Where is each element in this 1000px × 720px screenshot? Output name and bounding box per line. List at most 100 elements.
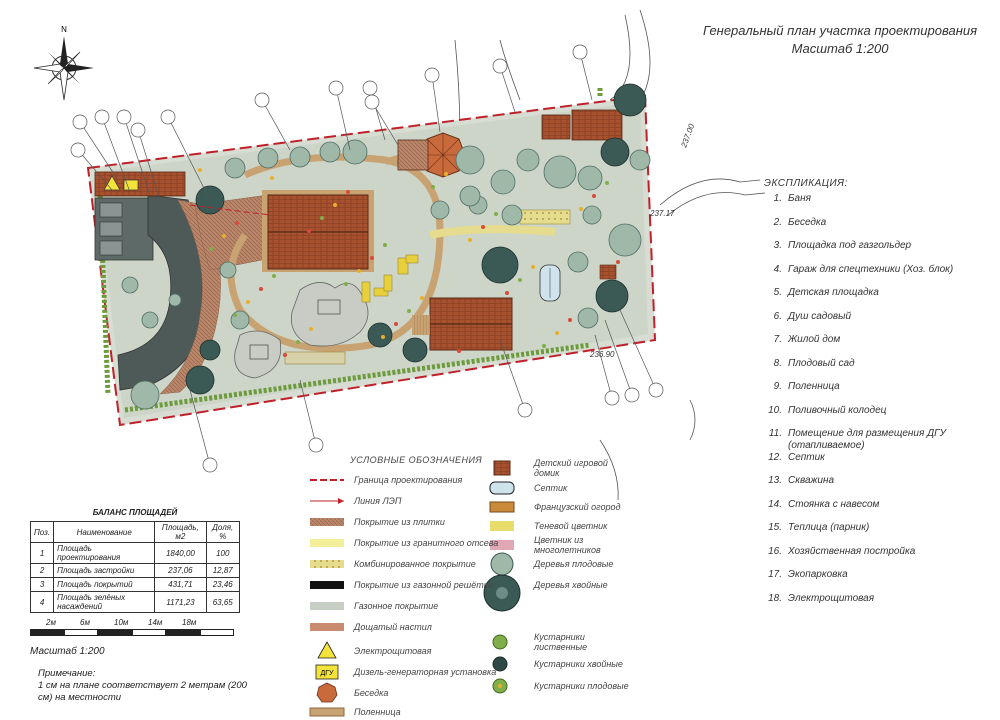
power-arrow-icon: [338, 498, 344, 504]
scale-segment: [166, 629, 200, 636]
callout-circle: [308, 437, 324, 453]
explication-item-number: 16.: [768, 545, 782, 557]
callout-leader: [101, 116, 131, 193]
explication-item-number: 1.: [773, 193, 782, 204]
table-cell: 1: [29, 542, 55, 564]
callout-leader: [79, 121, 119, 181]
shrub-dot: [357, 269, 361, 273]
deciduous-tree: [141, 311, 159, 329]
callout-leader: [594, 334, 613, 399]
legend-label: Септик: [534, 483, 568, 493]
legend-swatches: ДГУ: [309, 460, 521, 717]
deciduous-tree: [319, 141, 341, 163]
shrub-dot: [309, 327, 313, 331]
shrub-dot: [222, 234, 226, 238]
legend-item: Кустарники хвойные: [490, 656, 623, 672]
shrub-dot: [235, 221, 239, 225]
conifer-core-icon: [496, 587, 508, 599]
note-title: Примечание:: [38, 668, 96, 679]
explication-item: 4.Гараж для спецтехники (Хоз. блок): [760, 264, 995, 288]
generator-legend-icon: [315, 664, 339, 680]
elevation-237-17: 237.17: [649, 209, 675, 218]
lawn-grid-legend-icon: [310, 581, 344, 589]
bath-house: [412, 297, 513, 351]
legend-label: Покрытие из газонной решётки: [354, 580, 493, 590]
area-balance: БАЛАНС ПЛОЩАДЕЙ Поз. Наименование Площад…: [29, 508, 240, 613]
deciduous-tree: [224, 157, 246, 179]
deciduous-tree: [567, 251, 589, 273]
deciduous-tree: [130, 380, 160, 410]
explication-item-number: 15.: [768, 522, 782, 533]
explication-item-number: 7.: [773, 334, 782, 345]
legend-label: Граница проектирования: [354, 475, 463, 485]
explication-item-number: 9.: [773, 381, 782, 392]
shrub-dot: [272, 274, 276, 278]
callout-leader: [431, 74, 441, 133]
legend-item: Электрощитовая: [310, 643, 431, 659]
explication-item: 9.Поленница: [760, 381, 995, 405]
explication-item: 13.Скважина: [760, 475, 995, 499]
elevation-237-00: 237.00: [679, 122, 696, 150]
storage-shed: [571, 109, 623, 141]
shrub-dot: [592, 194, 596, 198]
conifer-tree: [367, 322, 393, 348]
callout-leader: [499, 65, 516, 113]
explication-item-label: Экопарковка: [788, 569, 848, 580]
table-cell: 100: [205, 542, 240, 564]
explication-item: 12.Септик: [760, 452, 995, 476]
explication-item-label: Септик: [788, 451, 825, 463]
deciduous-tree: [629, 149, 651, 171]
scale-label: 6м: [80, 618, 90, 627]
table-cell: Площадь покрытий: [53, 577, 156, 592]
legend-label: Детский игровой домик: [534, 458, 608, 478]
explication-item: 15.Теплица (парник): [760, 522, 995, 546]
granite-legend-icon: [310, 539, 344, 547]
explication-item-number: 18.: [768, 592, 782, 604]
elevation-236-90: 236.90: [589, 350, 615, 359]
scale-segment: [30, 629, 64, 636]
shrub-dot: [457, 349, 461, 353]
legend-label: Покрытие из гранитного отсева: [354, 538, 499, 548]
conifer-tree: [185, 365, 215, 395]
flower-beds: [284, 209, 571, 365]
table-header-cell: Поз.: [29, 521, 55, 543]
explication-item-label: Беседка: [788, 216, 827, 228]
shrub-dot: [270, 176, 274, 180]
callout-circle: [572, 44, 588, 60]
lawn-legend-icon: [310, 602, 344, 610]
shrub-dot: [568, 318, 572, 322]
callout-circle: [362, 80, 378, 96]
explication-item-label: Жилой дом: [788, 334, 841, 345]
deciduous-tree: [430, 200, 450, 220]
legend-item: Кустарники плодовые: [490, 678, 629, 694]
shrub-dot: [431, 185, 435, 189]
legend-label: Комбинированное покрытие: [354, 559, 476, 569]
scale-segment: [132, 629, 166, 636]
conifer-shrub-legend-icon: [492, 656, 508, 672]
legend-label: Деревья плодовые: [534, 559, 614, 569]
legend-item: Дощатый настил: [310, 619, 432, 635]
callout-leader: [604, 319, 633, 396]
main-house: [262, 190, 374, 272]
table-cell: 237,06: [154, 563, 207, 578]
north-arrow-icon: N: [33, 25, 94, 101]
explication-item-label: Баня: [788, 193, 811, 204]
septic-plan: [539, 264, 561, 302]
table-cell: Площадь застройки: [53, 563, 156, 578]
shrub-dot: [616, 260, 620, 264]
explication-item: 16.Хозяйственная постройка: [760, 546, 995, 570]
callout-circle: [202, 457, 218, 473]
callout-circle: [648, 382, 664, 398]
callout-leader: [299, 379, 317, 446]
shrub-dot: [481, 225, 485, 229]
perennial-bed-legend-icon: [490, 540, 514, 550]
explication-item: 1. Баня: [760, 193, 995, 217]
scale-caption: Масштаб 1:200: [30, 646, 105, 657]
explication-item-number: 13.: [768, 475, 782, 486]
table-cell: 3: [29, 577, 55, 592]
explication-item-label: Детская площадка: [788, 287, 879, 298]
scale-segment: [98, 629, 132, 636]
scale-label: 18м: [182, 618, 197, 627]
